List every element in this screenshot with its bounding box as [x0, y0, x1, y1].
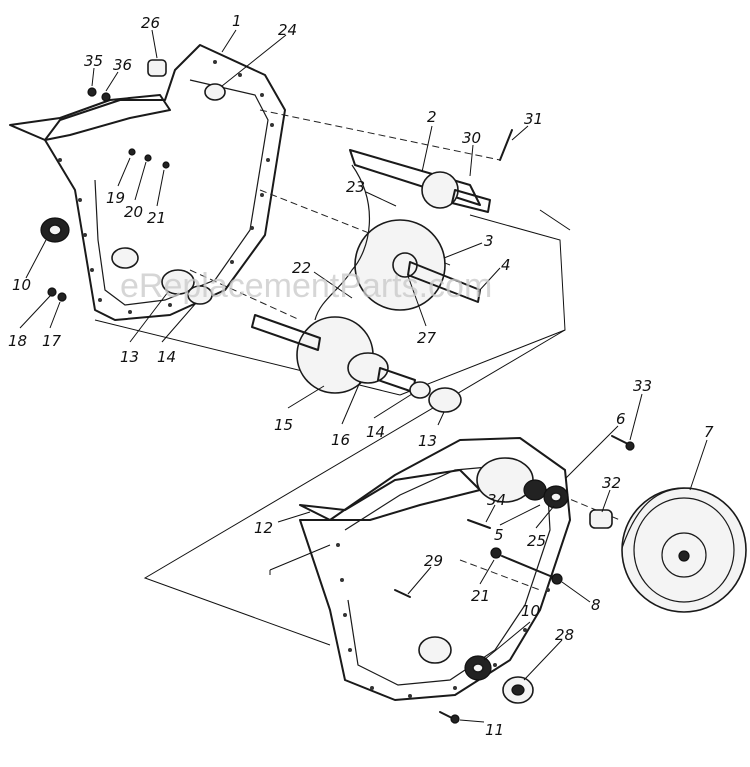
callout-leaders [19, 29, 708, 723]
callout-10-right: 10 [521, 602, 540, 620]
screw-29 [394, 589, 411, 598]
bolt-8 [501, 555, 556, 579]
spacer-32 [589, 509, 613, 529]
callout-23: 23 [346, 178, 365, 196]
callout-35: 35 [84, 52, 103, 70]
callout-labels: 1 2 3 4 5 6 7 8 10 10 11 12 13 13 14 14 … [8, 12, 714, 739]
callout-18: 18 [8, 332, 27, 350]
washer-20 [144, 154, 152, 162]
callout-36: 36 [113, 56, 132, 74]
callout-21-left: 21 [147, 209, 166, 227]
callout-13-right: 13 [418, 432, 437, 450]
callout-1: 1 [232, 12, 242, 30]
washer-17 [57, 292, 67, 302]
bushing-26 [147, 59, 167, 77]
chain-23 [314, 164, 370, 321]
callout-25: 25 [527, 532, 546, 550]
callout-22: 22 [292, 259, 311, 277]
bearing-13-right [428, 387, 462, 413]
bolt-34 [467, 519, 491, 529]
callout-13-left: 13 [120, 348, 139, 366]
callout-24: 24 [278, 21, 297, 39]
left-housing-half [9, 44, 286, 321]
callout-19: 19 [106, 189, 125, 207]
screw-33 [611, 435, 629, 445]
callout-20: 20 [124, 203, 143, 221]
fitting-19 [128, 148, 136, 156]
right-housing-bolt-holes [336, 543, 550, 698]
callout-14-left: 14 [157, 348, 176, 366]
callout-27: 27 [417, 329, 437, 347]
right-small-hardware [394, 435, 635, 724]
left-small-hardware [40, 59, 213, 305]
callout-31: 31 [524, 110, 543, 128]
callout-10-left: 10 [12, 276, 31, 294]
callout-30: 30 [462, 129, 481, 147]
housing-bolt-holes [58, 60, 274, 314]
callout-7: 7 [704, 423, 714, 441]
callout-12: 12 [254, 519, 273, 537]
callout-29: 29 [424, 552, 443, 570]
right-housing-half [299, 437, 571, 701]
callout-34: 34 [487, 491, 506, 509]
callout-11: 11 [485, 721, 504, 739]
callout-15: 15 [274, 416, 293, 434]
spacer-14-right [409, 381, 431, 399]
callout-33: 33 [633, 377, 652, 395]
shaft-2 [349, 149, 481, 206]
spacer-14-left [187, 285, 213, 305]
screw-11 [439, 711, 453, 719]
shaft-22 [251, 314, 321, 351]
callout-32: 32 [602, 474, 621, 492]
washer-21-right [490, 547, 502, 559]
callout-6: 6 [616, 410, 626, 428]
nut-21 [162, 161, 170, 169]
callout-3: 3 [484, 232, 494, 250]
drive-shafts-and-sprockets [251, 129, 513, 413]
callout-21-right: 21 [471, 587, 490, 605]
callout-8: 8 [591, 596, 601, 614]
bearing-6 [523, 479, 547, 501]
shaft-4 [407, 261, 481, 303]
callout-2: 2 [427, 108, 437, 126]
shaft-30 [451, 189, 491, 213]
callout-4: 4 [501, 256, 511, 274]
nut-35 [87, 87, 97, 97]
watermark-text: eReplacementParts.com [120, 267, 492, 305]
callout-14-right: 14 [366, 423, 385, 441]
bearing-13-left [161, 269, 195, 295]
callout-5: 5 [494, 526, 504, 544]
washer-36 [101, 92, 111, 102]
callout-26: 26 [141, 14, 160, 32]
callout-17: 17 [42, 332, 62, 350]
callout-28: 28 [555, 626, 574, 644]
nut-18 [47, 287, 57, 297]
pin-31 [499, 129, 513, 161]
pulley-7 [621, 487, 747, 613]
callout-16: 16 [331, 431, 350, 449]
